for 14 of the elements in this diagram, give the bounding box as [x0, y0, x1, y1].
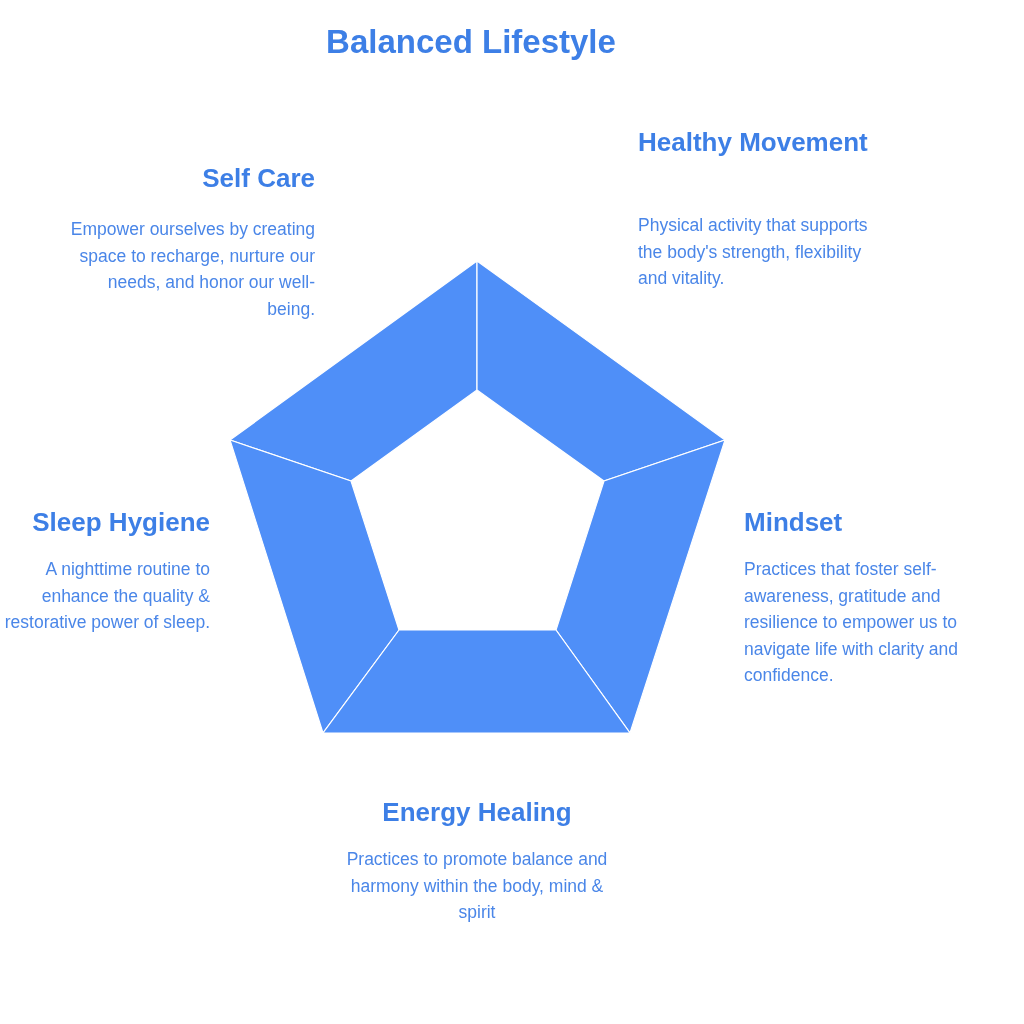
- section-description: A nighttime routine to enhance the quality & restorative power of sleep.: [3, 558, 210, 634]
- section-description: Practices to promote balance and harmony within the body, mind & spirit: [345, 848, 609, 924]
- pentagon-segment: [229, 439, 400, 735]
- pentagon-segment: [555, 439, 726, 735]
- title: Balanced Lifestyle: [325, 22, 617, 62]
- section-heading: Healthy Movement: [638, 126, 869, 159]
- section-heading: Energy Healing: [381, 796, 573, 829]
- section-description: Practices that foster self-awareness, gratitude and resilience to empower us to navigate life with clarity and confidence.: [744, 558, 959, 687]
- pentagon-segment: [321, 629, 632, 734]
- section-description: Empower ourselves by creating space to recharge, nurture our needs, and honor our well-being.: [70, 218, 315, 321]
- section-heading: Mindset: [744, 506, 844, 539]
- section-heading: Sleep Hygiene: [31, 506, 210, 539]
- section-description: Physical activity that supports the body's strength, flexibility and vitality.: [638, 214, 869, 290]
- section-heading: Self Care: [201, 162, 315, 195]
